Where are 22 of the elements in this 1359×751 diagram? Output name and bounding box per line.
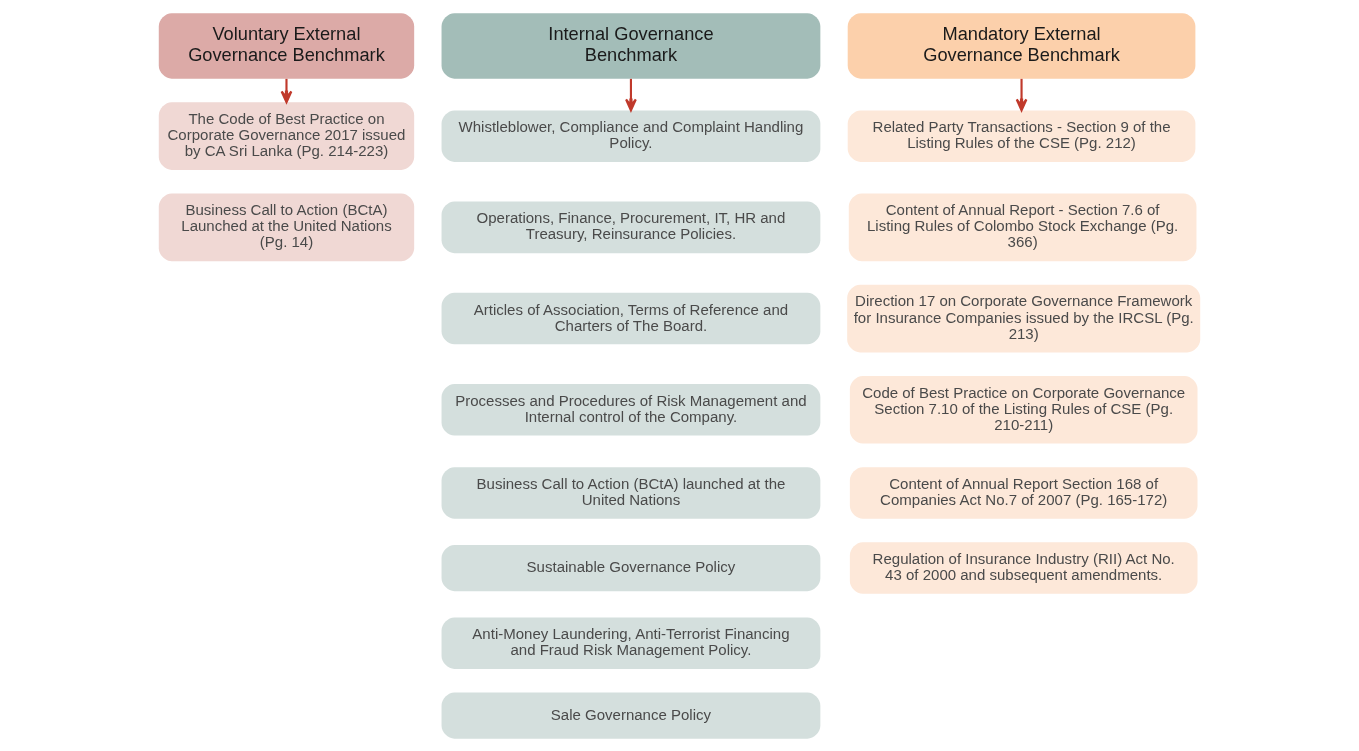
node-box: Voluntary External Governance Benchmark bbox=[158, 12, 415, 79]
node-box: Internal Governance Benchmark bbox=[441, 12, 821, 79]
node-box: Business Call to Action (BCtA) launched at the United Nations bbox=[441, 466, 821, 519]
node-box: Sale Governance Policy bbox=[441, 692, 821, 739]
arrow bbox=[625, 78, 637, 111]
node-box: Direction 17 on Corporate Governance Framework for Insurance Companies issued by the IRCSL (Pg. 213) bbox=[847, 284, 1201, 352]
node-box: Anti-Money Laundering, Anti-Terrorist Financing and Fraud Risk Management Policy. bbox=[441, 616, 821, 669]
node-box: Sustainable Governance Policy bbox=[441, 544, 821, 591]
arrow bbox=[1015, 78, 1028, 111]
node-box: The Code of Best Practice on Corporate Governance 2017 issued by CA Sri Lanka (Pg. 214-223) bbox=[158, 101, 415, 170]
node-box: Content of Annual Report - Section 7.6 of Listing Rules of Colombo Stock Exchange (Pg. 366) bbox=[848, 193, 1197, 261]
node-box: Articles of Association, Terms of Reference and Charters of The Board. bbox=[441, 292, 821, 344]
node-box: Content of Annual Report Section 168 of Companies Act No.7 of 2007 (Pg. 165-172) bbox=[849, 466, 1198, 519]
node-box: Mandatory External Governance Benchmark bbox=[847, 12, 1196, 79]
node-box: Business Call to Action (BCtA) Launched at the United Nations (Pg. 14) bbox=[158, 193, 415, 261]
arrow bbox=[280, 78, 293, 103]
node-box: Regulation of Insurance Industry (RII) Act No. 43 of 2000 and subsequent amendments. bbox=[849, 541, 1198, 594]
node-box: Whistleblower, Compliance and Complaint Handling Policy. bbox=[441, 109, 821, 162]
node-box: Related Party Transactions - Section 9 of the Listing Rules of the CSE (Pg. 212) bbox=[847, 109, 1196, 162]
node-box: Processes and Procedures of Risk Management and Internal control of the Company. bbox=[441, 383, 821, 436]
node-box: Operations, Finance, Procurement, IT, HR and Treasury, Reinsurance Policies. bbox=[441, 201, 821, 253]
node-box: Code of Best Practice on Corporate Governance Section 7.10 of the Listing Rules of CSE (Pg. 210-211) bbox=[849, 375, 1198, 444]
